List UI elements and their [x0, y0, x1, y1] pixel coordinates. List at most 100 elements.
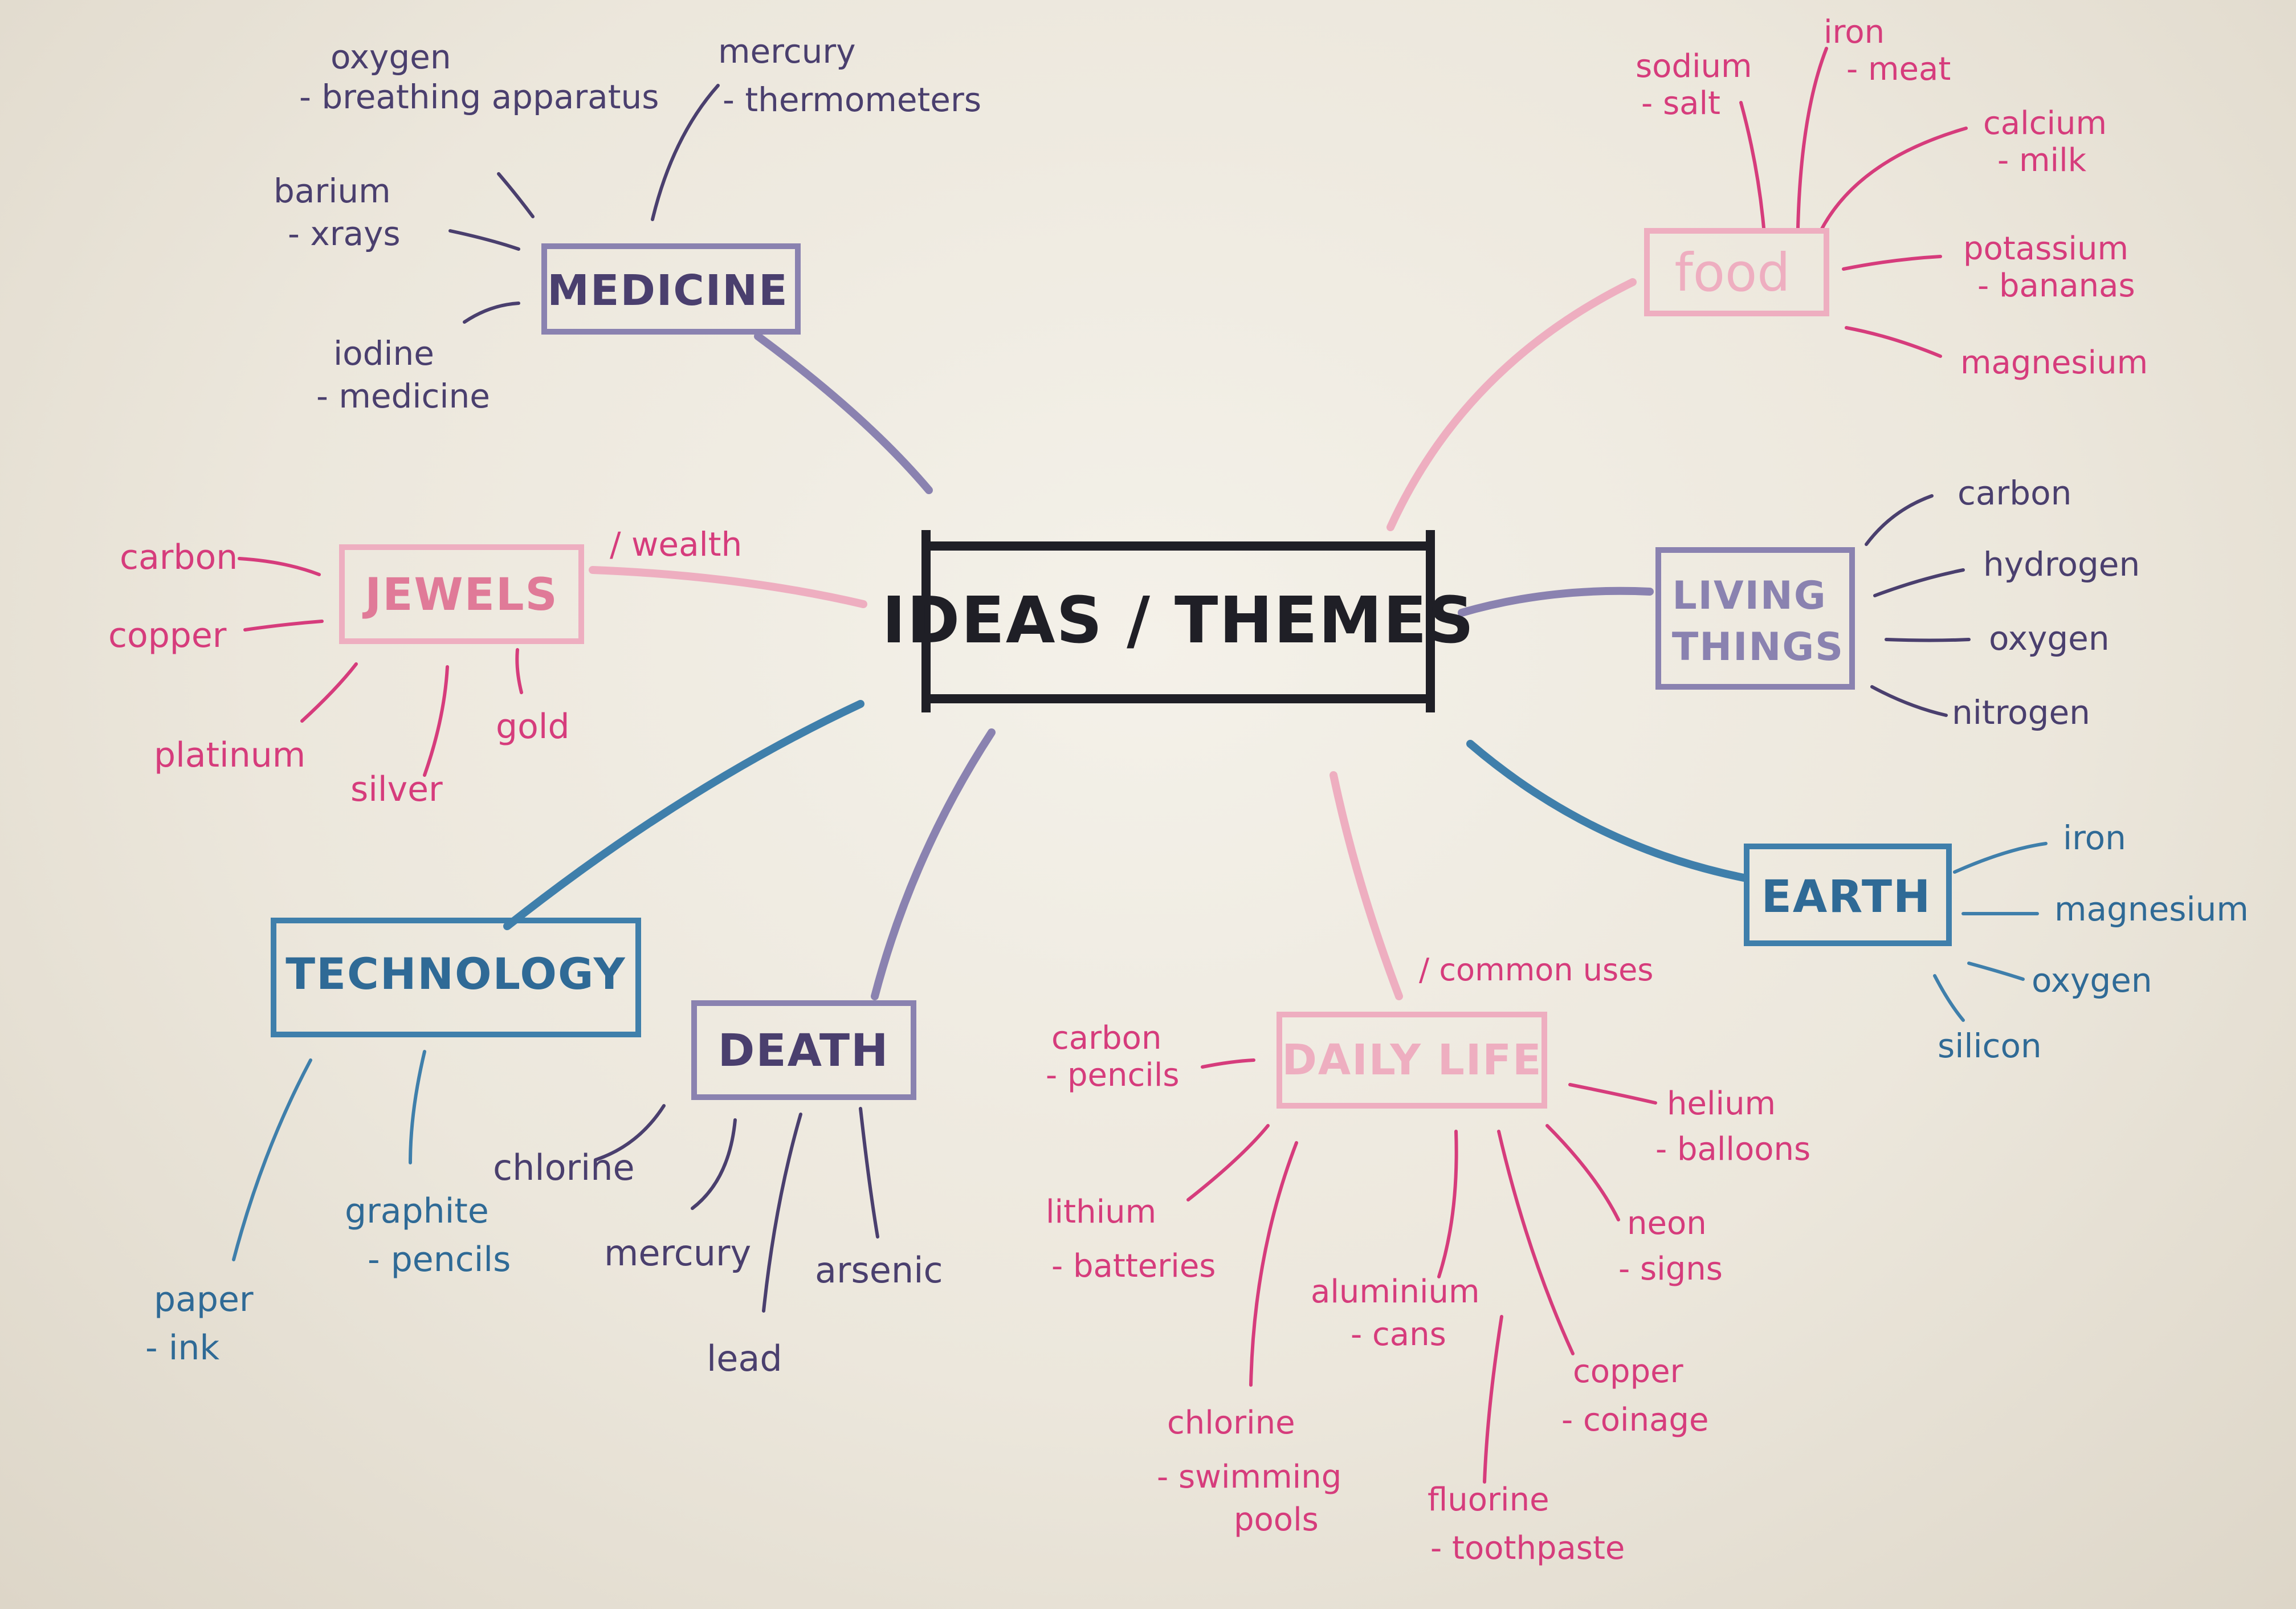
tick-earth-iron: [1953, 842, 2048, 874]
leaf-line: - cans: [1351, 1316, 1446, 1353]
tick-medicine-iodine: [463, 302, 520, 324]
leaf-line: - balloons: [1655, 1131, 1810, 1168]
leaf-line: paper: [154, 1280, 254, 1319]
leaf-line: mercury: [718, 32, 856, 71]
tick-food-magnesium: [1845, 326, 1942, 358]
tick-food-potassium: [1842, 255, 1942, 271]
tick-jewels-carbon: [238, 557, 321, 576]
leaf-line: - swimming: [1157, 1459, 1341, 1496]
leaf-jewels-copper: copper: [108, 616, 227, 655]
central-box: [921, 541, 1435, 703]
tick-food-iron: [1796, 47, 1828, 230]
jewels-title: JEWELS: [362, 569, 558, 621]
node-earth: EARTH: [1744, 844, 1952, 946]
living-title-line1: LIVING: [1672, 573, 1826, 618]
leaf-line: neon: [1627, 1205, 1707, 1242]
tick-death-chlorine: [594, 1104, 666, 1162]
leaf-line: - medicine: [316, 377, 490, 416]
connector-jewels: [589, 566, 867, 608]
leaf-daily-helium: helium - balloons: [1655, 1085, 1810, 1168]
technology-box: [271, 918, 641, 1037]
leaf-line: - batteries: [1051, 1248, 1216, 1285]
leaf-line: - pencils: [368, 1240, 511, 1280]
earth-title: EARTH: [1761, 871, 1932, 923]
connector-death: [871, 728, 996, 1000]
leaf-line: pools: [1234, 1501, 1319, 1538]
leaf-daily-lithium: lithium - batteries: [1046, 1193, 1216, 1285]
medicine-box: [541, 243, 801, 335]
leaf-jewels-carbon: carbon: [120, 537, 238, 577]
leaf-daily-aluminium: aluminium - cans: [1311, 1273, 1490, 1353]
node-death: DEATH: [691, 1000, 916, 1100]
food-box: [1644, 228, 1829, 316]
leaf-line: - breathing apparatus: [299, 78, 659, 116]
leaf-line: - coinage: [1561, 1402, 1708, 1439]
medicine-title: MEDICINE: [547, 266, 788, 315]
leaf-food-iron: iron - meat: [1824, 14, 1951, 88]
tick-jewels-silver: [423, 665, 449, 777]
tick-medicine-barium: [448, 229, 520, 251]
leaf-line: - toothpaste: [1430, 1530, 1625, 1567]
leaf-line: oxygen: [331, 38, 451, 76]
leaf-living-oxygen: oxygen: [1989, 619, 2110, 658]
leaf-line: - bananas: [1977, 267, 2135, 304]
node-food: food: [1644, 228, 1829, 316]
leaf-line: fluorine: [1428, 1481, 1549, 1518]
node-living-things: LIVING THINGS: [1655, 547, 1855, 690]
leaf-line: - milk: [1997, 142, 2087, 179]
tick-tech-graphite: [409, 1050, 426, 1164]
leaf-line: - xrays: [288, 214, 401, 253]
connector-food: [1386, 278, 1637, 531]
leaf-tech-graphite: graphite - pencils: [345, 1191, 511, 1280]
branch-connectors: [503, 278, 1748, 1000]
daily-title: DAILY LIFE: [1282, 1036, 1543, 1085]
tick-daily-copper: [1497, 1130, 1575, 1355]
tick-death-mercury: [691, 1118, 737, 1210]
leaf-medicine-iodine: iodine - medicine: [316, 334, 490, 416]
tick-living-hydrogen: [1873, 568, 1965, 597]
node-technology: TECHNOLOGY: [271, 918, 641, 1037]
daily-note: / common uses: [1419, 952, 1653, 988]
leaf-line: iodine: [333, 334, 434, 373]
tick-daily-carbon: [1201, 1058, 1255, 1069]
leaf-medicine-oxygen: oxygen - breathing apparatus: [299, 38, 659, 116]
food-leaves: sodium - salt iron - meat calcium - milk…: [1636, 14, 2148, 381]
tick-daily-fluorine: [1483, 1315, 1503, 1484]
living-title-line2: THINGS: [1672, 625, 1844, 670]
node-medicine: MEDICINE: [541, 243, 801, 335]
tick-death-lead: [762, 1113, 802, 1313]
connector-earth: [1466, 740, 1748, 882]
leaf-medicine-mercury: mercury - thermometers: [718, 32, 981, 119]
leaf-earth-oxygen: oxygen: [2032, 961, 2152, 1000]
death-box: [691, 1000, 916, 1100]
leaf-medicine-barium: barium - xrays: [274, 172, 401, 253]
leaf-line: graphite: [345, 1191, 489, 1231]
tick-food-sodium: [1739, 101, 1765, 230]
leaf-line: barium: [274, 172, 391, 210]
leaf-living-carbon: carbon: [1957, 474, 2071, 512]
daily-box: [1277, 1012, 1547, 1109]
jewels-box: [339, 544, 584, 644]
leaf-living-nitrogen: nitrogen: [1952, 693, 2090, 732]
leaf-death-mercury: mercury: [604, 1232, 751, 1274]
tick-death-arsenic: [859, 1107, 879, 1239]
node-daily-life: DAILY LIFE / common uses: [1277, 952, 1653, 1109]
leaf-line: helium: [1667, 1085, 1776, 1122]
leaf-line: lithium: [1046, 1193, 1156, 1231]
leaf-daily-fluorine: fluorine - toothpaste: [1428, 1481, 1625, 1567]
leaf-death-lead: lead: [707, 1338, 782, 1379]
leaf-line: copper: [1573, 1353, 1684, 1390]
leaf-food-sodium: sodium - salt: [1636, 48, 1762, 122]
tick-living-oxygen: [1885, 638, 1971, 642]
tick-medicine-mercury: [651, 84, 720, 221]
connector-medicine: [754, 332, 933, 494]
leaf-daily-chlorine: chlorine - swimming pools: [1157, 1404, 1352, 1538]
jewels-leaves: carbon copper platinum silver gold: [108, 537, 570, 809]
leaf-earth-silicon: silicon: [1938, 1026, 2042, 1065]
leaf-line: - ink: [145, 1328, 219, 1368]
leaf-earth-magnesium: magnesium: [2054, 890, 2249, 928]
tick-jewels-copper: [243, 620, 324, 632]
jewels-note: / wealth: [610, 525, 742, 564]
living-box: [1655, 547, 1855, 690]
tick-daily-aluminium: [1437, 1130, 1458, 1278]
